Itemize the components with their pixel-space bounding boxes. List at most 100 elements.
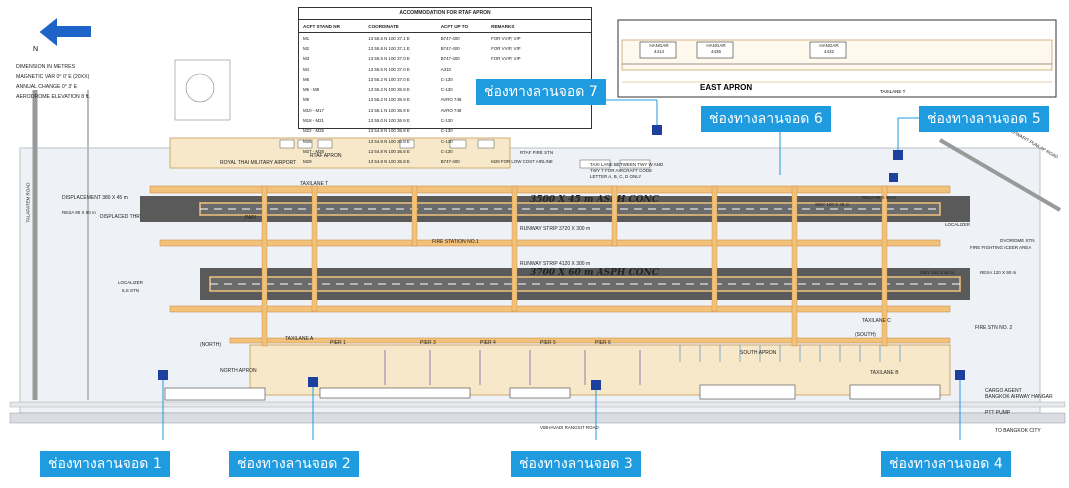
pier-1: PIER 1 (330, 340, 346, 346)
marker-7 (652, 125, 662, 135)
remarks-cell (487, 126, 591, 136)
royal-thai-label: ROYAL THAI MILITARY AIRPORT (220, 160, 297, 166)
taxilane-c-label: TAXILANE C (862, 318, 891, 324)
rtaf-fire-stn-label: RTAF FIRE STN (520, 150, 554, 155)
stand-row: M27 - M28 13 54.8 N 100 36.8 E C-130 (299, 146, 591, 156)
taxilane-b-label: TAXILANE B (870, 370, 899, 376)
stand-cell: M4 (303, 66, 310, 72)
stand-table: ACCOMMODATION FOR RTAF APRON ACFT STAND … (298, 7, 592, 164)
ptt-pump-label: PTT PUMP (985, 410, 1011, 416)
ils-west: ILS STN (122, 288, 140, 293)
remarks-cell: FOR VVIP, VIP (491, 35, 521, 41)
acft-cell: AVRO 748 (440, 107, 462, 113)
stand-cell: M22 - M25 (303, 128, 324, 134)
acft-cell: C-130 (440, 148, 453, 154)
fire-station-2: FIRE STN NO. 2 (975, 325, 1013, 331)
pier-4: PIER 4 (480, 340, 496, 346)
stand-cell: M26 (303, 138, 312, 144)
runway-1-strip: RUNWAY STRIP 3720 X 300 m (520, 226, 590, 232)
stand-cell: M1 (303, 35, 310, 41)
remarks-cell (487, 136, 591, 146)
coord-cell: 13 55.6 N 100 37.1 E (368, 35, 410, 41)
south-apron-label: SOUTH APRON (740, 350, 777, 356)
hangar-4432: HANGAR 4432 (819, 43, 839, 54)
pier-6: PIER 6 (595, 340, 611, 346)
callout-apron-access-6: ช่องทางลานจอด 6 (701, 106, 831, 132)
callout-apron-access-7: ช่องทางลานจอด 7 (476, 79, 606, 105)
marker-2 (308, 377, 318, 387)
note-magnetic: MAGNETIC VAR 0° 0' E (20XX) (16, 74, 90, 80)
stand-cell: M29 (303, 159, 312, 165)
runway-1-label: 3500 X 45 m ASPH CONC (530, 195, 660, 205)
remarks-cell (487, 105, 591, 115)
north-marker: (NORTH) (200, 342, 222, 348)
talapatem-road: TALAPATEM ROAD (25, 182, 31, 223)
marker-4 (955, 370, 965, 380)
stand-cell: M27 - M28 (303, 148, 324, 154)
coord-cell: 13 54.8 N 100 36.8 E (368, 159, 410, 165)
stand-cell: M5 (303, 76, 310, 82)
resa-2-label: RESA 120 X 90 m (980, 270, 1017, 275)
remarks-cell: FOR VVIP, VIP (491, 56, 521, 62)
callout-apron-access-5: ช่องทางลานจอด 5 (919, 106, 1049, 132)
remarks-cell: M29 FOR LOW COST AIRLINE (491, 159, 553, 165)
coord-cell: 13 55.2 N 100 37.0 E (368, 76, 410, 82)
remarks-cell: FOR VVIP, VIP (491, 45, 521, 51)
col-remarks: REMARKS (487, 20, 591, 33)
callout-apron-access-4: ช่องทางลานจอด 4 (881, 451, 1011, 477)
resa-1-label: RESA 90 X 90 m (862, 195, 896, 200)
acft-cell: B747-400 (440, 56, 460, 62)
marker-6 (889, 173, 898, 182)
col-coord: COORDINATE (364, 20, 437, 33)
acft-cell: C-130 (440, 87, 453, 93)
acft-cell: B747-400 (440, 35, 460, 41)
taxilane-t-label: TAXILANE T (300, 181, 329, 187)
legend-notes: DIMENSION IN METRES MAGNETIC VAR 0° 0' E… (16, 62, 90, 102)
localizer-west: LOCALIZER (118, 280, 144, 285)
swy-2-label: SWY 150 X 60 m (920, 270, 955, 275)
north-label: N (33, 46, 38, 53)
coord-cell: 13 54.8 N 100 36.8 E (368, 148, 410, 154)
localizer-east: LOCALIZER (945, 222, 971, 227)
to-bangkok-label: TO BANGKOK CITY (995, 428, 1041, 434)
east-apron-title: EAST APRON (700, 83, 752, 92)
callout-apron-access-2: ช่องทางลานจอด 2 (229, 451, 359, 477)
cargo-agent-label: CARGO AGENT BANGKOK AIRWAY HANGAR (985, 388, 1053, 400)
acft-cell: B747-400 (440, 159, 460, 165)
note-annual: ANNUAL CHANGE 0° 3' E (16, 84, 78, 90)
north-apron-label: NORTH APRON (220, 368, 257, 374)
coord-cell: 13 55.2 N 100 36.9 E (368, 87, 410, 93)
col-acft: ACFT UP TO (436, 20, 488, 33)
stand-row: M1 13 55.6 N 100 37.1 E B747-400 FOR VVIP, … (299, 33, 591, 44)
vibhavadi-road: VIBHAVADI RANGSIT ROAD (540, 425, 599, 430)
stand-table-title: ACCOMMODATION FOR RTAF APRON (299, 8, 591, 20)
taxi-lane-note: TAXI LANE BETWEEN TWY W AND TWY T FOR AI… (590, 162, 664, 179)
runway-2-strip: RUNWAY STRIP 4120 X 300 m (520, 261, 590, 267)
displacement-label: DISPLACEMENT 380 X 45 m (62, 195, 128, 201)
stand-row: M29 13 54.8 N 100 36.8 E B747-400 M29 FOR L… (299, 157, 591, 167)
stand-row: M3 13 55.5 N 100 37.0 E B747-400 FOR VVIP, … (299, 54, 591, 64)
note-elevation: AERODROME ELEVATION 8 ft. (16, 94, 90, 100)
pier-5: PIER 5 (540, 340, 556, 346)
coord-cell: 13 54.9 N 100 36.8 E (368, 138, 410, 144)
apron-access-markers (158, 125, 965, 390)
marker-1 (158, 370, 168, 380)
hangar-4435: HANGAR 4435 (706, 43, 726, 54)
acft-cell: AVRO 748 (440, 97, 462, 103)
papi-label: PAPI (245, 215, 257, 221)
coord-cell: 13 55.1 N 100 36.9 E (368, 107, 410, 113)
displaced-thr-label: DISPLACED THR (100, 214, 140, 220)
acft-cell: C-130 (440, 118, 453, 124)
coord-cell: 13 55.5 N 100 37.0 E (368, 56, 410, 62)
south-marker: (SOUTH) (855, 332, 876, 338)
stand-cell: M2 (303, 45, 310, 51)
stand-cell: M3 (303, 56, 310, 62)
